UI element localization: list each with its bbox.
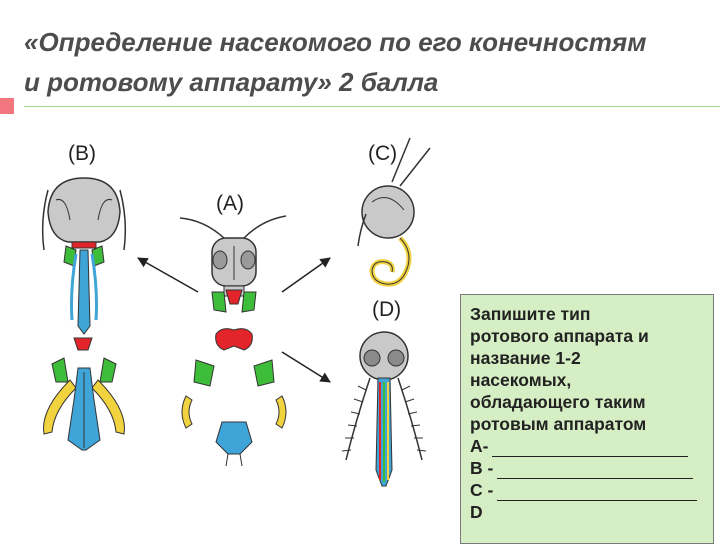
answer-line-a: А- bbox=[470, 435, 705, 457]
parts-b bbox=[44, 338, 125, 450]
answer-line-c: С - bbox=[470, 479, 705, 501]
label-d: (D) bbox=[372, 298, 401, 321]
head-b-illustration bbox=[43, 178, 126, 334]
instruction-line-3: название 1-2 bbox=[470, 347, 705, 369]
label-c: (C) bbox=[368, 142, 397, 165]
arrow-a-to-d bbox=[282, 352, 330, 382]
accent-bar bbox=[0, 98, 14, 114]
slide-title-line-1: «Определение насекомого по его конечност… bbox=[24, 22, 714, 62]
instruction-line-5: обладающего таким bbox=[470, 391, 705, 413]
task-box: Запишите тип ротового аппарата и названи… bbox=[460, 294, 714, 544]
answer-line-d: D bbox=[470, 501, 705, 523]
instruction-line-4: насекомых, bbox=[470, 369, 705, 391]
label-b: (B) bbox=[68, 142, 96, 165]
slide-title-line-2: и ротовому аппарату» 2 балла bbox=[24, 62, 714, 102]
answer-blank-b[interactable] bbox=[497, 462, 693, 479]
answer-prefix-c: С - bbox=[470, 479, 493, 501]
mandibles-a bbox=[216, 329, 253, 350]
slide-title: «Определение насекомого по его конечност… bbox=[24, 22, 714, 102]
label-a: (A) bbox=[216, 192, 244, 215]
answer-prefix-b: В - bbox=[470, 457, 493, 479]
arrow-a-to-b bbox=[138, 258, 198, 292]
maxillae-a bbox=[194, 360, 274, 386]
answer-blank-a[interactable] bbox=[492, 440, 688, 457]
answer-blank-c[interactable] bbox=[497, 484, 697, 501]
head-a-illustration bbox=[180, 216, 286, 312]
arrow-a-to-c bbox=[282, 258, 330, 292]
labium-a bbox=[216, 422, 252, 466]
instruction-line-2: ротового аппарата и bbox=[470, 325, 705, 347]
title-divider bbox=[24, 106, 720, 107]
answer-prefix-d: D bbox=[470, 501, 483, 523]
answer-prefix-a: А- bbox=[470, 435, 488, 457]
instruction-line-1: Запишите тип bbox=[470, 303, 705, 325]
answer-line-b: В - bbox=[470, 457, 705, 479]
mouthparts-diagram: (B) (A) (C) (D) bbox=[0, 120, 460, 540]
instruction-line-6: ротовым аппаратом bbox=[470, 413, 705, 435]
head-d-illustration bbox=[342, 332, 426, 486]
